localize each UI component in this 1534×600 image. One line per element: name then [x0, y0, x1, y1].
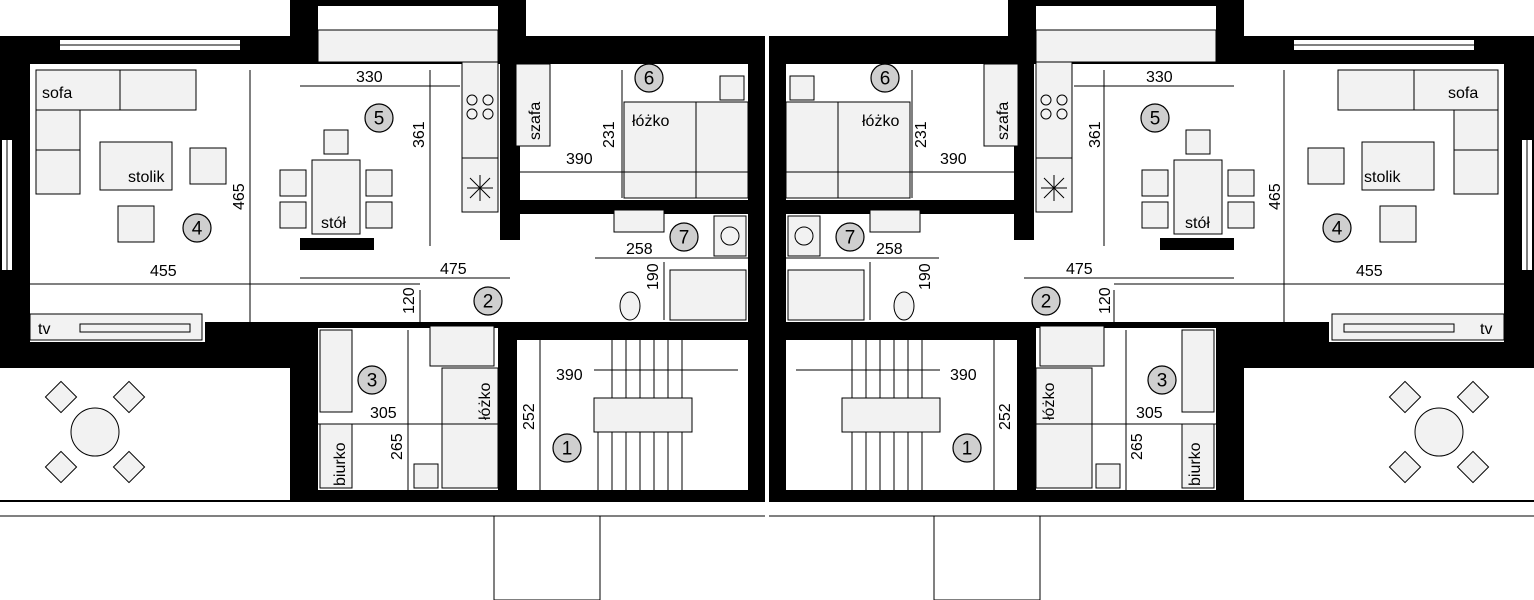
dim-475: 475: [440, 261, 467, 278]
dim-258: 258: [626, 241, 653, 258]
label-stolik: stolik: [128, 169, 165, 186]
room-number-2-r: 2: [1031, 286, 1061, 316]
svg-text:7: 7: [845, 228, 856, 249]
label-lozko-3-r: łóżko: [1041, 383, 1058, 420]
dim-120-r: 120: [1097, 287, 1114, 314]
dim-330: 330: [356, 69, 383, 86]
svg-text:2: 2: [1041, 292, 1052, 313]
room-number-5: 5: [364, 103, 394, 133]
dim-305: 305: [370, 405, 397, 422]
stolik-table: stolik: [99, 141, 173, 191]
dim-390-stairs-r: 390: [950, 367, 977, 384]
dim-252: 252: [521, 403, 538, 430]
label-stolik-r: stolik: [1364, 169, 1401, 186]
label-biurko: biurko: [332, 442, 349, 486]
dim-231: 231: [601, 121, 618, 148]
label-tv-r: tv: [1480, 321, 1492, 338]
label-tv: tv: [38, 321, 50, 338]
stove-icon: [466, 94, 494, 120]
room-number-6: 6: [634, 63, 664, 93]
svg-text:7: 7: [679, 228, 690, 249]
snowflake-icon: [467, 175, 493, 201]
staircase: [593, 340, 693, 490]
dim-390-stairs: 390: [556, 367, 583, 384]
dim-455-r: 455: [1356, 263, 1383, 280]
dim-330-r: 330: [1146, 69, 1173, 86]
label-lozko-6-r: łóżko: [862, 113, 899, 130]
dim-305-r: 305: [1136, 405, 1163, 422]
dim-258-r: 258: [876, 241, 903, 258]
dim-120: 120: [401, 287, 418, 314]
dim-190-r: 190: [917, 263, 934, 290]
svg-text:4: 4: [192, 219, 203, 240]
svg-text:6: 6: [880, 69, 891, 90]
dim-361-r: 361: [1087, 121, 1104, 148]
label-stol: stół: [321, 215, 346, 232]
svg-text:4: 4: [1332, 219, 1343, 240]
room-number-7-r: 7: [835, 222, 865, 252]
dim-231-r: 231: [913, 121, 930, 148]
room-number-1-r: 1: [952, 433, 982, 463]
dim-361: 361: [411, 121, 428, 148]
dim-252-r: 252: [997, 403, 1014, 430]
room-number-1: 1: [552, 433, 582, 463]
label-sofa-r: sofa: [1448, 85, 1478, 102]
svg-text:3: 3: [1157, 371, 1168, 392]
sofa: sofa: [35, 69, 197, 195]
terrace-left: [0, 368, 290, 500]
svg-text:6: 6: [644, 69, 655, 90]
dining-table: stół: [279, 129, 393, 250]
svg-text:2: 2: [483, 292, 494, 313]
room-number-5-r: 5: [1140, 103, 1170, 133]
room-number-7: 7: [669, 222, 699, 252]
room-number-3-r: 3: [1147, 365, 1177, 395]
room-number-4: 4: [182, 213, 212, 243]
svg-text:5: 5: [1150, 109, 1161, 130]
room-number-4-r: 4: [1322, 213, 1352, 243]
label-biurko-r: biurko: [1187, 442, 1204, 486]
label-lozko-6: łóżko: [632, 113, 669, 130]
svg-text:5: 5: [374, 109, 385, 130]
room-number-6-r: 6: [870, 63, 900, 93]
svg-text:3: 3: [367, 371, 378, 392]
svg-text:1: 1: [962, 439, 973, 460]
dim-465: 465: [231, 183, 248, 210]
label-lozko-3: łóżko: [477, 383, 494, 420]
terrace-table: [44, 380, 146, 484]
unit-right-labels: sofa stolik tv stół szafa łóżko biurko ł…: [835, 63, 1492, 486]
dim-265-r: 265: [1129, 433, 1146, 460]
dim-390-top: 390: [566, 151, 593, 168]
label-stol-r: stół: [1185, 215, 1210, 232]
label-sofa: sofa: [42, 85, 72, 102]
label-szafa: szafa: [527, 102, 544, 140]
dim-455: 455: [150, 263, 177, 280]
bed-3: łóżko: [441, 367, 499, 489]
dim-475-r: 475: [1066, 261, 1093, 278]
dim-265: 265: [389, 433, 406, 460]
dim-190: 190: [645, 263, 662, 290]
unit-left: sofa stolik tv stół szafa łóżko: [0, 0, 765, 600]
svg-text:1: 1: [562, 439, 573, 460]
dim-465-r: 465: [1267, 183, 1284, 210]
bed-6: łóżko: [623, 101, 749, 199]
room-number-3: 3: [357, 365, 387, 395]
room-number-2: 2: [473, 286, 503, 316]
dim-390-top-r: 390: [940, 151, 967, 168]
label-szafa-r: szafa: [995, 102, 1012, 140]
